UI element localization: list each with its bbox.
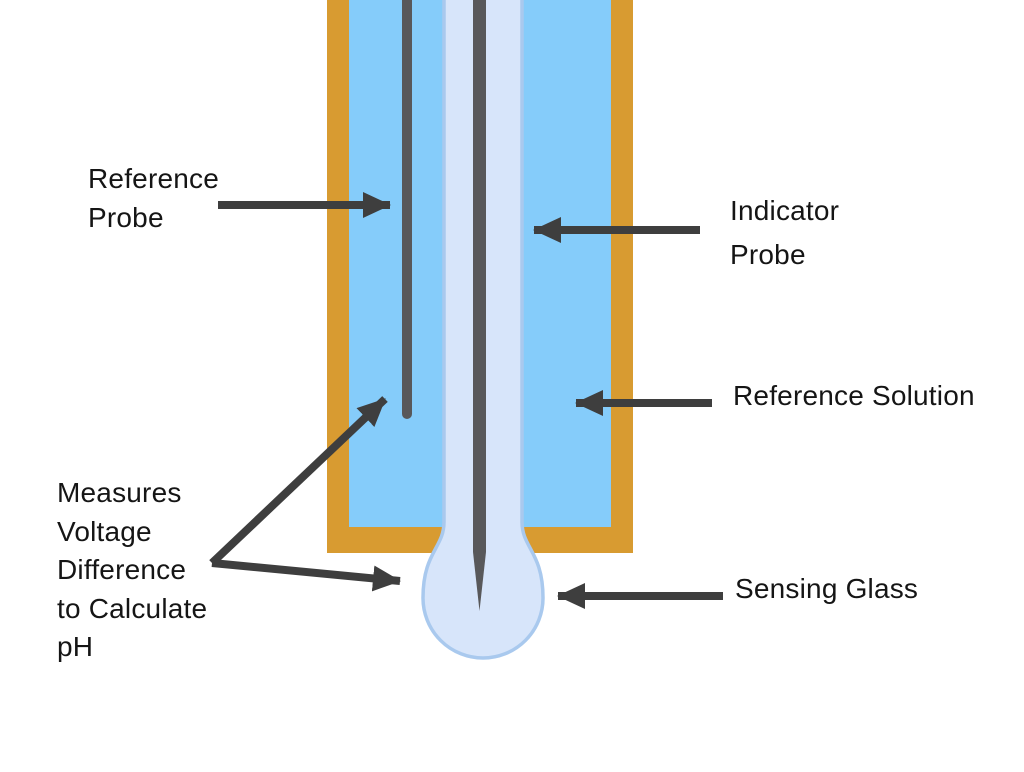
label-line: Probe [730, 239, 806, 270]
label-sensing-glass: Sensing Glass [735, 573, 919, 604]
voltage-note-arrow-upper [209, 396, 388, 566]
label-line: Probe [88, 202, 164, 233]
label-indicator-probe: Indicator Probe [730, 189, 839, 277]
label-line: pH [57, 631, 94, 662]
label-line: Voltage [57, 515, 152, 547]
label-line: Difference [57, 554, 187, 585]
indicator-probe-wire [473, 0, 486, 611]
label-line: to Calculate [57, 592, 208, 624]
label-line: Indicator [730, 195, 840, 226]
voltage-note-arrow-lower [211, 559, 401, 592]
label-line: Measures [57, 477, 182, 508]
label-line: Reference [88, 163, 219, 194]
label-reference-probe: Reference Probe [88, 159, 219, 237]
label-voltage-note: Measures Voltage Difference to Calculate… [57, 474, 207, 667]
label-reference-solution: Reference Solution [733, 380, 975, 411]
